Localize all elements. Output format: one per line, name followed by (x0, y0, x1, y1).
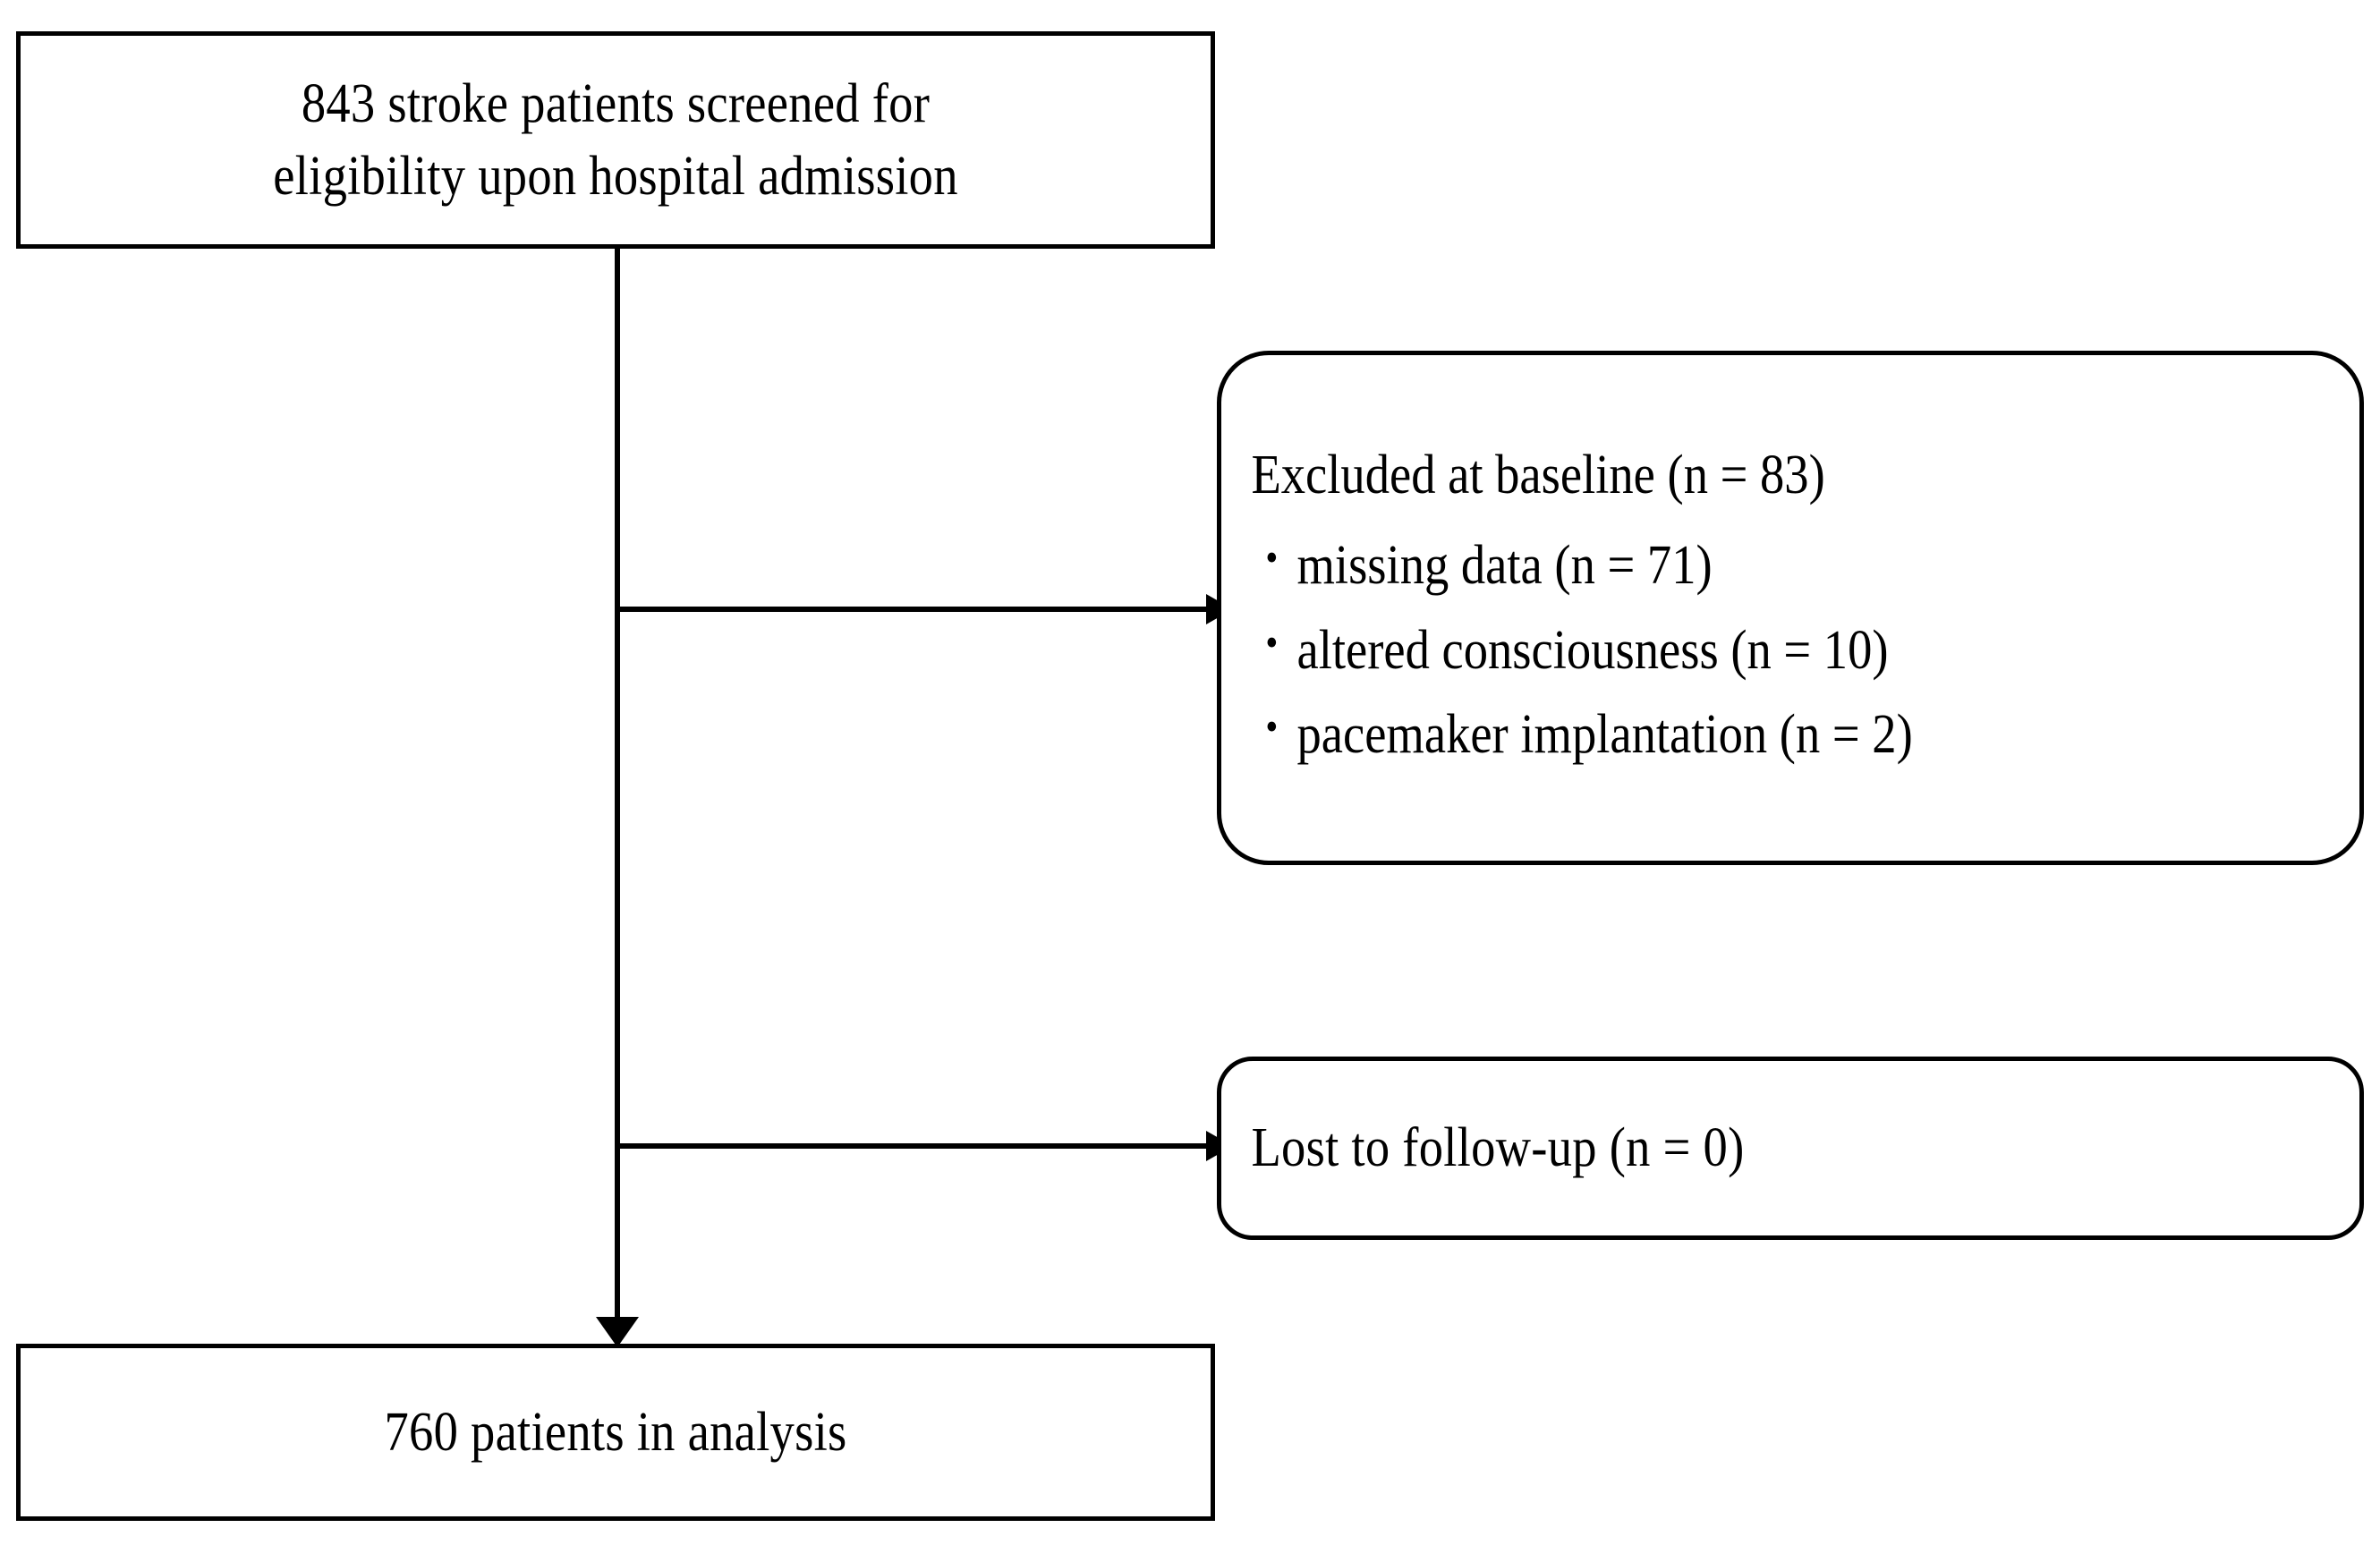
node-lost-to-followup: Lost to follow-up (n = 0) (1217, 1057, 2364, 1240)
connector-to-excluded (617, 607, 1211, 612)
list-item: • altered consciousness (n = 10) (1251, 608, 2380, 692)
connector-to-lost-followup (617, 1143, 1211, 1149)
bullet-dot-icon: • (1265, 534, 1279, 581)
connector-main-vertical (615, 248, 620, 1350)
excluded-reason-list: • missing data (n = 71) • altered consci… (1251, 523, 2380, 777)
list-item: • pacemaker implantation (n = 2) (1251, 692, 2380, 777)
node-screened-patients: 843 stroke patients screened for eligibi… (16, 31, 1215, 249)
node-screened-patients-label: 843 stroke patients screened for eligibi… (273, 72, 958, 207)
excluded-reason-label: missing data (n = 71) (1296, 535, 1713, 597)
node-patients-in-analysis: 760 patients in analysis (16, 1344, 1215, 1521)
excluded-reason-label: pacemaker implantation (n = 2) (1296, 703, 1913, 765)
bullet-dot-icon: • (1265, 702, 1279, 749)
node-lost-to-followup-label: Lost to follow-up (n = 0) (1251, 1117, 1745, 1179)
excluded-title: Excluded at baseline (n = 83) (1251, 444, 1825, 505)
node-patients-in-analysis-label: 760 patients in analysis (384, 1401, 847, 1463)
node-excluded-at-baseline: Excluded at baseline (n = 83) • missing … (1217, 351, 2364, 865)
excluded-reason-label: altered consciousness (n = 10) (1296, 619, 1889, 681)
arrowhead-to-analysis-icon (596, 1317, 639, 1347)
excluded-content: Excluded at baseline (n = 83) • missing … (1221, 439, 2380, 777)
bullet-dot-icon: • (1265, 618, 1279, 665)
list-item: • missing data (n = 71) (1251, 523, 2380, 607)
